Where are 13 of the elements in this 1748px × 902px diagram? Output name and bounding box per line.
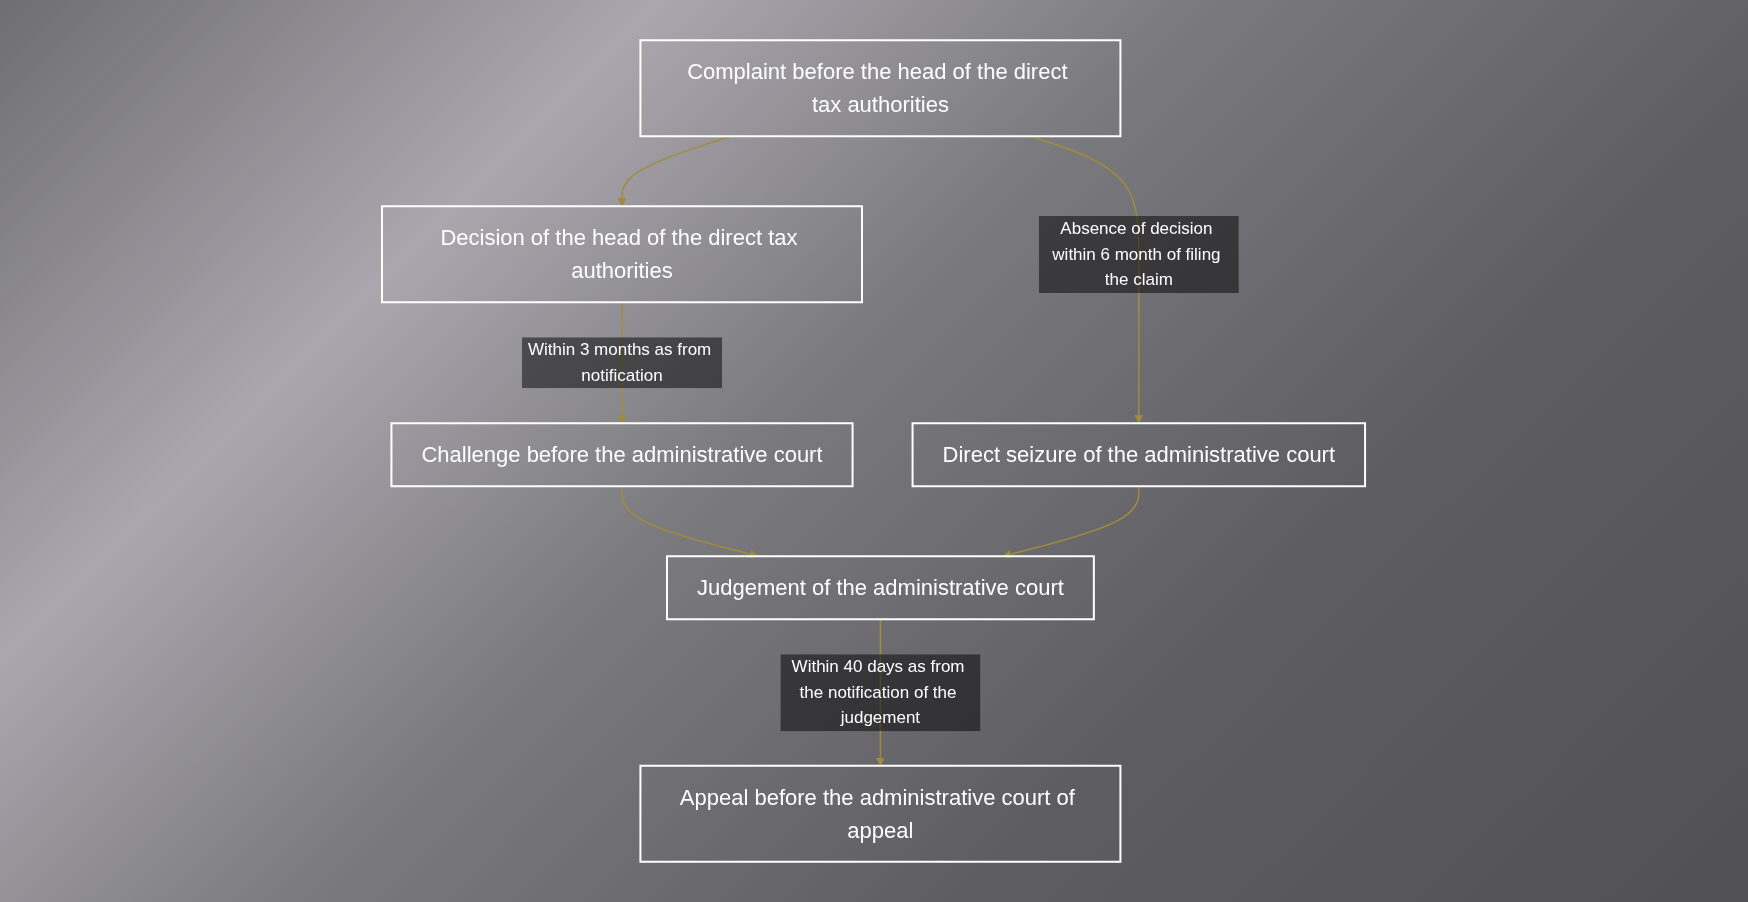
arrow [876,618,886,767]
edge-label: Absence of decision within 6 month of filing the claim [1052,219,1222,289]
node-box: Complaint before the head of the direct tax authorities [639,39,1122,138]
node-box: Judgement of the administrative court [666,555,1096,621]
node-box: Challenge before the administrative court [390,422,855,488]
node-box: Direct seizure of the administrative court [912,422,1367,488]
node-box: Decision of the head of the direct tax authorities [381,205,864,304]
arrow [621,485,759,559]
arrow [618,301,627,424]
edge-label: Within 3 months as from notification [528,340,712,385]
node-box: Appeal before the administrative court of appeal [639,764,1122,863]
arrow [1029,135,1144,424]
edge-label: Within 40 days as from the notification of the judgement [792,657,965,728]
